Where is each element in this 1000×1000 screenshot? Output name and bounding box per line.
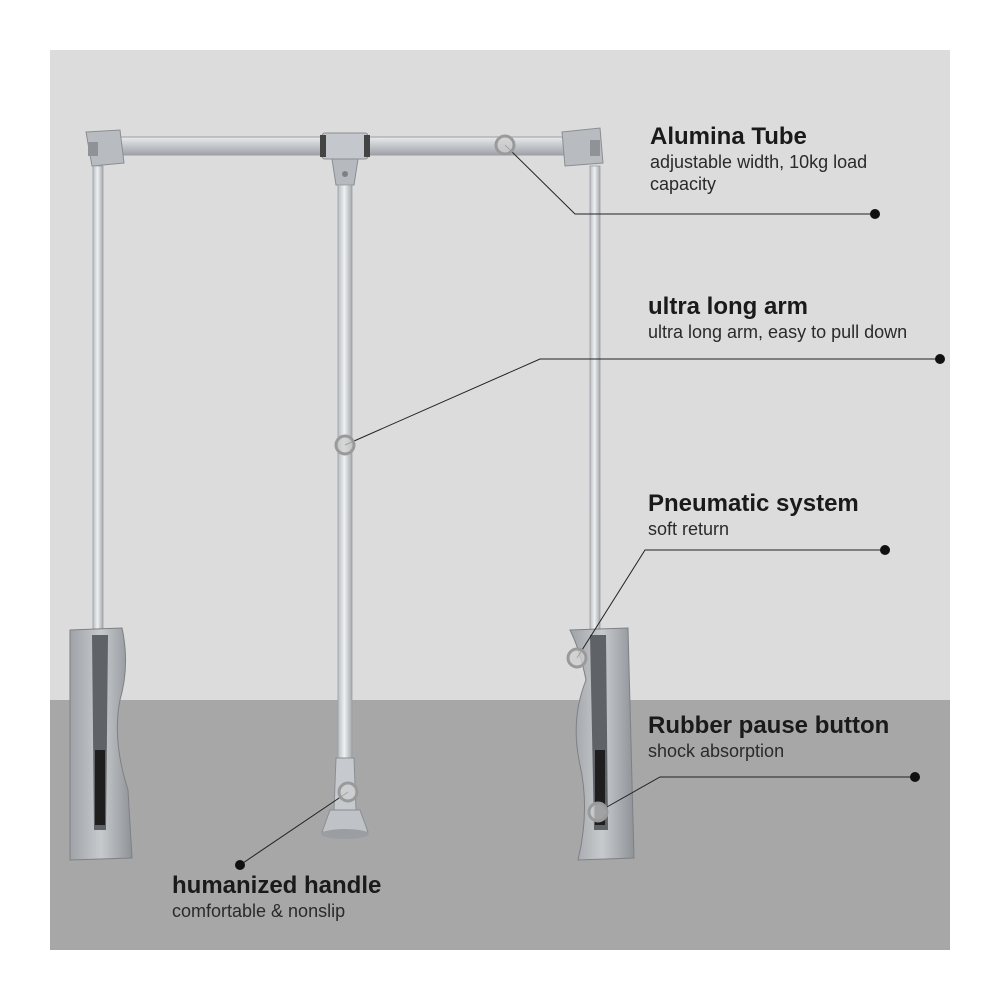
callout-title: ultra long arm bbox=[648, 293, 809, 320]
product-diagram: Alumina Tube adjustable width, 10kg load… bbox=[50, 50, 950, 950]
leader-humanized-handle bbox=[239, 791, 349, 866]
leader-ultra-long-arm bbox=[344, 358, 940, 446]
wardrobe-lift-illustration bbox=[50, 50, 950, 950]
dot-rubber-pause-button bbox=[910, 772, 920, 782]
floor-background bbox=[50, 700, 950, 950]
leader-pneumatic-system bbox=[576, 549, 885, 659]
dot-alumina-tube bbox=[870, 209, 880, 219]
left-pneumatic-box bbox=[69, 627, 133, 861]
callout-desc: shock absorption bbox=[648, 741, 785, 761]
callout-title: Alumina Tube bbox=[650, 123, 807, 150]
marker-alumina-tube bbox=[494, 134, 516, 156]
leader-end-dots bbox=[235, 209, 945, 870]
callout-title: humanized handle bbox=[172, 872, 382, 899]
marker-ultra-long-arm bbox=[334, 434, 356, 456]
callout-desc: comfortable & nonslip bbox=[172, 901, 346, 921]
marker-pneumatic-system bbox=[566, 647, 588, 669]
callout-humanized-handle: humanized handle comfortable & nonslip bbox=[172, 872, 472, 922]
callout-rubber-pause-button: Rubber pause button shock absorption bbox=[648, 712, 943, 762]
marker-humanized-handle bbox=[337, 781, 359, 803]
callout-desc: adjustable width, 10kg load capacity bbox=[650, 152, 868, 194]
highlight-markers bbox=[334, 134, 609, 823]
leader-lines bbox=[239, 144, 940, 866]
right-pneumatic-box bbox=[569, 627, 635, 861]
callout-title: Pneumatic system bbox=[648, 490, 859, 517]
dot-humanized-handle bbox=[235, 860, 245, 870]
wall-background bbox=[50, 50, 950, 700]
callout-title: Rubber pause button bbox=[648, 712, 890, 739]
right-side-arm bbox=[589, 165, 601, 647]
callout-pneumatic-system: Pneumatic system soft return bbox=[648, 490, 938, 540]
left-side-arm bbox=[92, 165, 104, 647]
callout-desc: ultra long arm, easy to pull down bbox=[648, 322, 908, 342]
dot-pneumatic-system bbox=[880, 545, 890, 555]
callout-alumina-tube: Alumina Tube adjustable width, 10kg load… bbox=[650, 123, 940, 195]
leader-rubber-pause-button bbox=[597, 776, 915, 813]
callout-ultra-long-arm: ultra long arm ultra long arm, easy to p… bbox=[648, 293, 948, 343]
callout-desc: soft return bbox=[648, 519, 730, 539]
dot-ultra-long-arm bbox=[935, 354, 945, 364]
marker-rubber-pause-button bbox=[587, 801, 609, 823]
leader-alumina-tube bbox=[504, 144, 875, 215]
top-tube bbox=[85, 127, 604, 186]
